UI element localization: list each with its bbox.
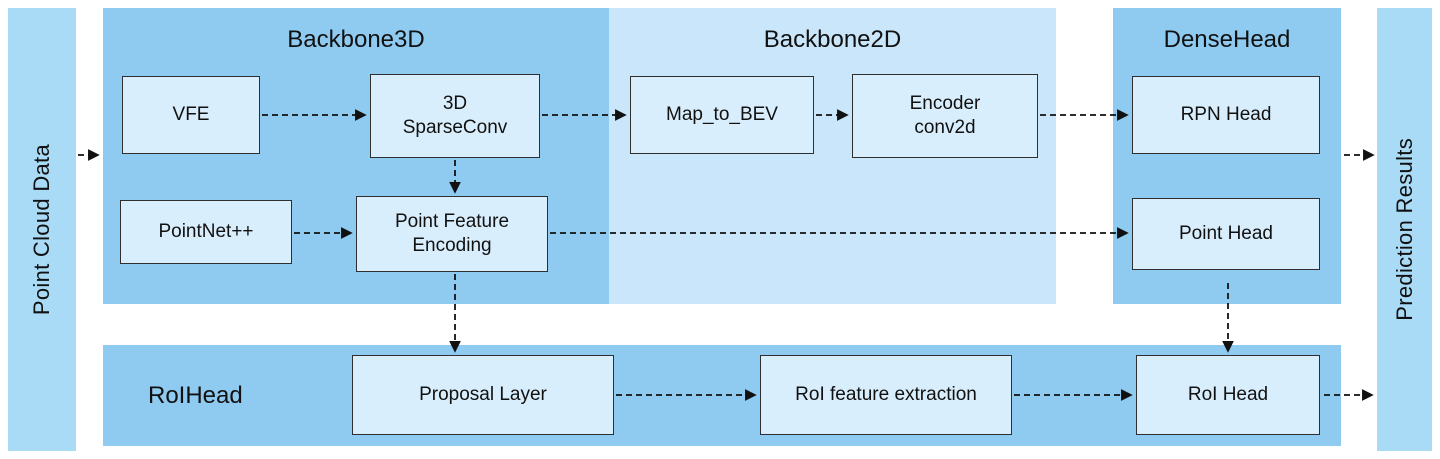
region-densehead-title: DenseHead <box>1163 26 1291 53</box>
node-rpn-head: RPN Head <box>1132 76 1320 154</box>
input-bar: Point Cloud Data <box>8 8 76 451</box>
region-backbone2d-title: Backbone2D <box>763 26 902 53</box>
node-vfe: VFE <box>122 76 260 154</box>
node-point-head: Point Head <box>1132 198 1320 270</box>
node-roi-head: RoI Head <box>1136 355 1320 435</box>
node-map-to-bev: Map_to_BEV <box>630 76 814 154</box>
input-bar-label: Point Cloud Data <box>29 143 54 316</box>
node-point-feature-encoding: Point Feature Encoding <box>356 196 548 272</box>
output-bar: Prediction Results <box>1377 8 1432 451</box>
region-backbone3d-title: Backbone3D <box>287 26 425 53</box>
node-proposal-layer: Proposal Layer <box>352 355 614 435</box>
output-bar-label: Prediction Results <box>1391 138 1417 321</box>
node-encoder-conv2d: Encoder conv2d <box>852 74 1038 158</box>
node-3d-sparseconv: 3D SparseConv <box>370 74 540 158</box>
region-roihead-title: RoIHead <box>148 381 243 409</box>
node-pointnetpp: PointNet++ <box>120 200 292 264</box>
node-roi-feature-extraction: RoI feature extraction <box>760 355 1012 435</box>
